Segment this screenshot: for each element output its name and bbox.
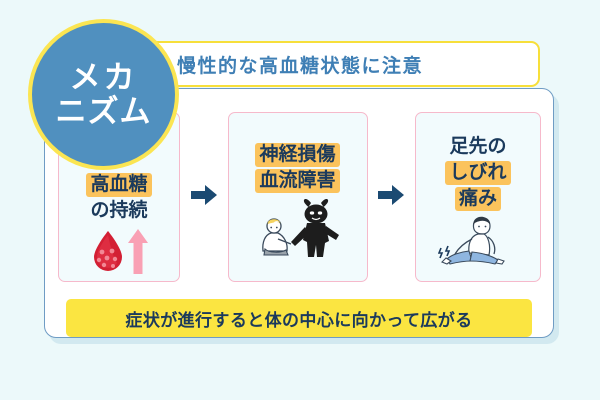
arrow-2-cell — [368, 112, 416, 282]
step-label: の持続 — [90, 199, 148, 221]
step-labels: 高血糖 の持続 — [86, 173, 152, 223]
right-arrow-icon — [378, 184, 405, 211]
demon-attacking-person-icon — [255, 197, 341, 264]
right-arrow-icon — [190, 184, 217, 211]
badge-label-line1: メカ — [69, 60, 138, 96]
step-box-nerve-damage: 神経損傷 血流障害 — [227, 112, 368, 282]
step-labels: 足先の しびれ 痛み — [445, 135, 511, 211]
mechanism-badge: メカ ニズム — [28, 19, 179, 170]
footer-banner: 症状が進行すると体の中心に向かって広がる — [66, 299, 532, 337]
blood-drop-rising-glucose-icon — [86, 227, 152, 282]
step-label: 神経損傷 — [255, 143, 340, 167]
footer-banner-text: 症状が進行すると体の中心に向かって広がる — [125, 310, 473, 330]
step-labels: 神経損傷 血流障害 — [255, 143, 340, 193]
badge-label-line2: ニズム — [55, 93, 152, 129]
seated-person-leg-pain-icon — [437, 215, 518, 270]
step-label: 足先の — [449, 136, 507, 157]
step-label: 血流障害 — [255, 168, 340, 193]
step-label: しびれ — [445, 160, 511, 185]
arrow-1-cell — [180, 112, 228, 282]
page-title: 慢性的な高血糖状態に注意 — [176, 55, 423, 77]
step-box-foot-numbness: 足先の しびれ 痛み — [415, 112, 541, 282]
step-label: 痛み — [454, 186, 501, 211]
step-label: 高血糖 — [86, 173, 152, 197]
